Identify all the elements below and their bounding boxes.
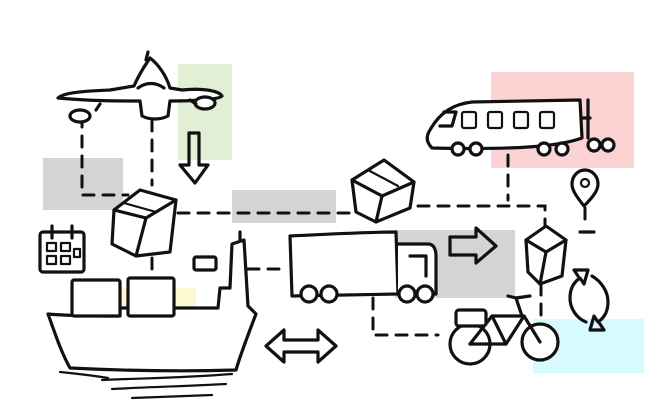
- ship-icon: [46, 230, 258, 400]
- cycle-arrows-icon: [568, 268, 610, 332]
- highlight-green: [178, 64, 232, 160]
- route-truck-to-bike: [371, 296, 440, 337]
- truck-icon: [288, 230, 438, 304]
- highlight-gray-center: [232, 190, 336, 223]
- bicycle-icon: [448, 294, 560, 366]
- route-center-to-right: [416, 204, 547, 232]
- train-icon: [425, 98, 616, 157]
- route-plane-left: [80, 114, 130, 197]
- double-arrow-icon: [264, 328, 338, 364]
- right-arrow-icon: [448, 226, 498, 265]
- package-right-icon: [524, 224, 568, 286]
- airplane-icon: [56, 50, 224, 124]
- down-arrow-icon: [178, 131, 210, 185]
- calendar-icon: [38, 224, 86, 274]
- package-center-icon: [350, 158, 416, 224]
- location-pin-icon: [570, 168, 600, 234]
- package-left-icon: [110, 188, 178, 258]
